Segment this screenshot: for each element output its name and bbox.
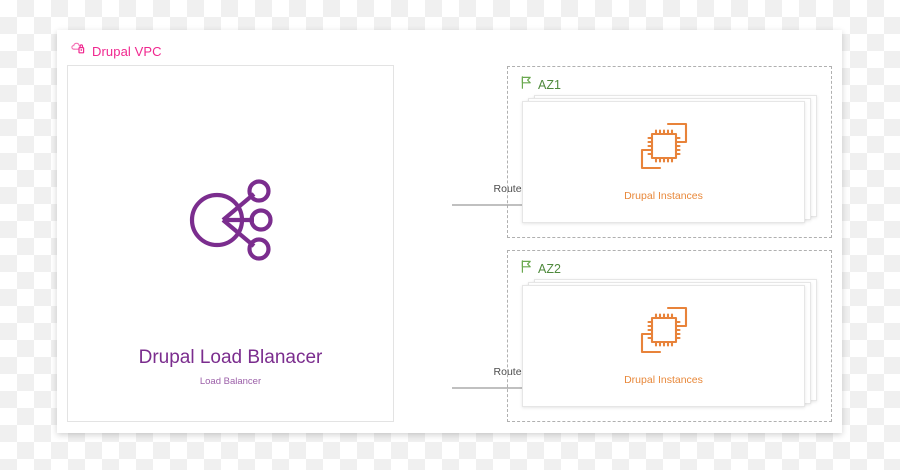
instance-label: Drupal Instances	[624, 374, 703, 386]
load-balancer-subtitle: Load Balancer	[199, 376, 262, 387]
availability-zone-az2[interactable]: AZ2	[507, 250, 832, 422]
flag-icon	[521, 76, 532, 94]
availability-zone-az1[interactable]: AZ1	[507, 66, 832, 238]
instance-label: Drupal Instances	[624, 190, 703, 202]
instance-icon-wrap	[523, 120, 804, 177]
instance-card[interactable]: Drupal Instances	[522, 285, 805, 407]
load-balancer-icon-wrap	[68, 174, 393, 271]
vpc-container[interactable]: Drupal VPC Drupal Load Blanacer	[57, 30, 842, 433]
instance-card[interactable]: Drupal Instances	[522, 101, 805, 223]
vpc-title: Drupal VPC	[92, 44, 162, 59]
cpu-chip-stack-icon	[638, 120, 690, 177]
vpc-header: Drupal VPC	[71, 42, 162, 61]
load-balancer-card[interactable]: Drupal Load Blanacer Load Balancer	[67, 65, 394, 422]
flag-icon	[521, 260, 532, 278]
az2-instance-stack[interactable]: Drupal Instances	[522, 279, 817, 407]
cpu-chip-stack-icon	[638, 304, 690, 361]
load-balancer-title: Drupal Load Blanacer	[138, 347, 323, 368]
az2-header: AZ2	[521, 260, 561, 278]
cloud-lock-icon	[71, 42, 86, 61]
az2-label: AZ2	[538, 262, 561, 276]
az1-instance-stack[interactable]: Drupal Instances	[522, 95, 817, 223]
network-nodes-icon	[187, 174, 275, 271]
az1-label: AZ1	[538, 78, 561, 92]
instance-icon-wrap	[523, 304, 804, 361]
az1-header: AZ1	[521, 76, 561, 94]
